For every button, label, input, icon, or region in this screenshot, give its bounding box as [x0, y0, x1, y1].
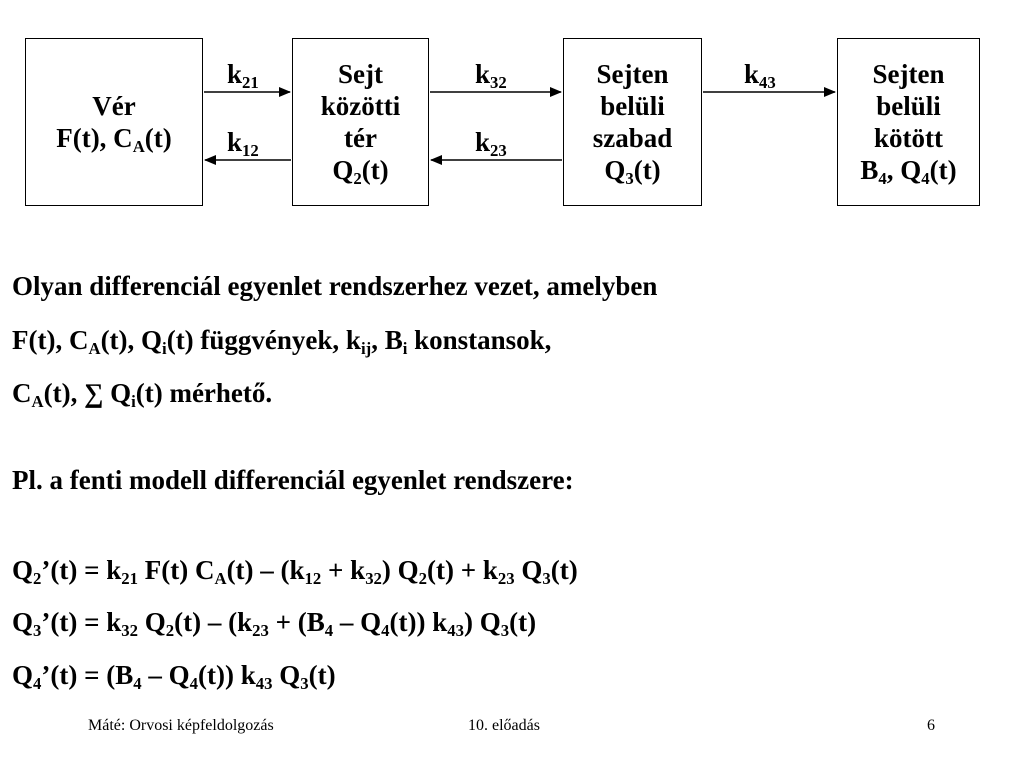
rate-k43: k43: [744, 59, 776, 93]
box-intracellular-free: Sejten belüli szabad Q3(t): [563, 38, 702, 206]
equation-q4: Q4’(t) = (B4 – Q4(t)) k43 Q3(t): [12, 660, 336, 694]
rate-k32: k32: [475, 59, 507, 93]
box-q3-line3: szabad: [592, 123, 673, 153]
footer-lecture: 10. előadás: [468, 717, 540, 734]
footer-page-number: 6: [927, 717, 935, 734]
body-line-1: Olyan differenciál egyenlet rendszerhez …: [12, 271, 658, 301]
box-q4-line3: kötött: [874, 123, 943, 153]
box-q2-line2: közötti: [320, 91, 401, 121]
box-q4-line1: Sejten: [872, 59, 945, 89]
box-q3-line2: belüli: [600, 91, 665, 121]
box-blood-title: Vér: [92, 91, 136, 121]
body-line-4: Pl. a fenti modell differenciál egyenlet…: [12, 465, 574, 495]
box-q3-var: Q3(t): [604, 155, 661, 189]
rate-k12: k12: [227, 127, 259, 161]
rate-k23: k23: [475, 127, 507, 161]
box-intracellular-bound: Sejten belüli kötött B4, Q4(t): [837, 38, 980, 206]
footer-author: Máté: Orvosi képfeldolgozás: [88, 717, 274, 734]
equation-q3: Q3’(t) = k32 Q2(t) – (k23 + (B4 – Q4(t))…: [12, 607, 537, 641]
box-q2-line1: Sejt: [338, 59, 383, 89]
box-intercellular: Sejt közötti tér Q2(t): [292, 38, 429, 206]
box-blood: Vér F(t), CA(t): [25, 38, 203, 206]
box-q4-var: B4, Q4(t): [860, 155, 957, 189]
body-line-3: CA(t), ∑ Qi(t) mérhető.: [12, 378, 273, 412]
box-q4-line2: belüli: [876, 91, 941, 121]
equation-q2: Q2’(t) = k21 F(t) CA(t) – (k12 + k32) Q2…: [12, 555, 578, 589]
box-blood-vars: F(t), CA(t): [56, 123, 172, 157]
box-q2-line3: tér: [344, 123, 377, 153]
box-q3-line1: Sejten: [596, 59, 669, 89]
box-q2-var: Q2(t): [332, 155, 389, 189]
body-line-2: F(t), CA(t), Qi(t) függvények, kij, Bi k…: [12, 325, 552, 359]
rate-k21: k21: [227, 59, 259, 93]
